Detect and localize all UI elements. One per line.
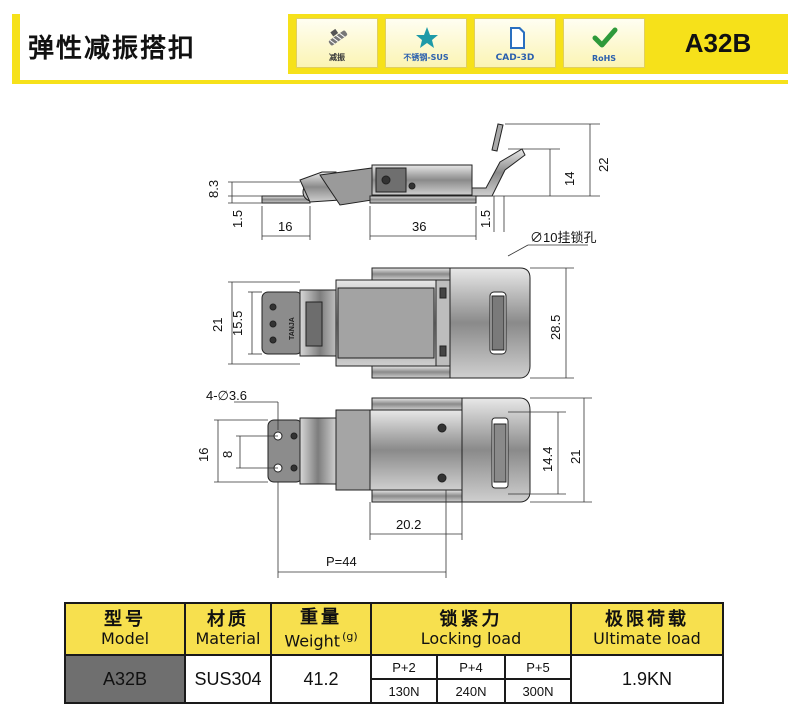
- cell-model: A32B: [64, 654, 186, 704]
- badge-cad: CAD-3D: [474, 18, 556, 68]
- dim-1-5-left: 1.5: [230, 210, 245, 228]
- bottom-view-labels: 16 8 14.4 21 20.2 P=44 4-∅3.6: [196, 388, 583, 569]
- page-title: 弹性减振搭扣: [28, 34, 197, 64]
- dim-14: 14: [562, 172, 577, 186]
- header-underline: [12, 80, 788, 84]
- cell-locking-value: 130N: [370, 678, 438, 704]
- badge-label: 减振: [329, 53, 345, 62]
- spring-icon: [328, 28, 348, 46]
- accent-bar: [12, 14, 20, 84]
- dim-16-bottom: 16: [196, 448, 211, 462]
- dim-36: 36: [412, 219, 426, 234]
- side-view-dimensions: [228, 123, 600, 240]
- header-ultimate: 极限荷载 Ultimate load: [570, 602, 724, 656]
- badge-damping: 减振: [296, 18, 378, 68]
- title-box: [20, 14, 288, 74]
- header-bar: 弹性减振搭扣 减振 不锈钢-SUS CAD-3D RoHS A32B: [0, 0, 790, 88]
- table-row: 130N 240N 300N: [65, 678, 723, 704]
- cell-weight: 41.2: [270, 654, 372, 704]
- cell-ultimate: 1.9KN: [570, 654, 724, 704]
- cell-locking-label: P+5: [504, 654, 572, 680]
- model-code: A32B: [684, 28, 752, 58]
- header-locking: 锁紧力 Locking load: [370, 602, 572, 656]
- cell-locking-value: 300N: [504, 678, 572, 704]
- header-ultimate-zh: 极限荷载: [605, 609, 689, 630]
- badge-stainless: 不锈钢-SUS: [385, 18, 467, 68]
- top-view-labels: 21 15.5 28.5 ∅10挂锁孔: [210, 230, 596, 340]
- header-material: 材质 Material: [184, 602, 272, 656]
- checkmark-icon: [592, 27, 618, 48]
- badge-label: RoHS: [591, 54, 617, 63]
- side-view: [261, 123, 526, 206]
- dim-8-3: 8.3: [206, 180, 221, 198]
- table-row: A32B SUS304 41.2 P+2 P+4 P+5 1.9KN: [64, 654, 724, 704]
- badge-label: CAD-3D: [495, 53, 535, 63]
- cell-locking-label: P+4: [436, 654, 506, 680]
- dim-14-4: 14.4: [540, 447, 555, 472]
- header-model: 型号 Model: [64, 602, 186, 656]
- cell-locking-label: P+2: [370, 654, 438, 680]
- bottom-view-dimensions: [214, 397, 592, 578]
- header-locking-en: Locking load: [420, 629, 522, 648]
- brand-mark: TANJA: [289, 317, 296, 340]
- dim-20-2: 20.2: [396, 517, 421, 532]
- top-view-dimensions: [228, 244, 588, 379]
- header-ultimate-en: Ultimate load: [593, 629, 701, 648]
- header-locking-zh: 锁紧力: [439, 609, 503, 630]
- dim-15-5: 15.5: [230, 311, 245, 336]
- bottom-view: [267, 397, 531, 503]
- header-model-en: Model: [100, 629, 150, 648]
- dim-8: 8: [220, 451, 235, 458]
- star-icon: [416, 27, 438, 48]
- top-view: TANJA: [261, 267, 531, 379]
- cell-material: SUS304: [184, 654, 272, 704]
- dim-16-side: 16: [278, 219, 292, 234]
- spec-table: 型号 Model 材质 Material 重量 Weight(g) 锁紧力 Lo…: [64, 602, 724, 704]
- dim-21-top: 21: [210, 318, 225, 332]
- dim-pitch: P=44: [326, 554, 357, 569]
- dim-1-5-right: 1.5: [478, 210, 493, 228]
- header-weight: 重量 Weight(g): [270, 602, 372, 656]
- badge-label: 不锈钢-SUS: [403, 53, 449, 62]
- header-model-zh: 型号: [104, 609, 146, 630]
- padlock-hole-note: ∅10挂锁孔: [530, 230, 596, 245]
- header-weight-zh: 重量: [300, 606, 342, 628]
- header-material-en: Material: [195, 629, 261, 648]
- header-material-zh: 材质: [207, 609, 249, 630]
- cell-locking-value: 240N: [436, 678, 506, 704]
- side-view-labels: 8.3 1.5 16 36 1.5 14 22: [206, 158, 611, 234]
- badge-rohs: RoHS: [563, 18, 645, 68]
- dim-22: 22: [596, 158, 611, 172]
- dim-28-5: 28.5: [548, 315, 563, 340]
- hole-note: 4-∅3.6: [206, 388, 247, 403]
- technical-drawing: 8.3 1.5 16 36 1.5 14 22 TANJA: [196, 123, 611, 578]
- model-code-box: A32B: [648, 14, 788, 74]
- document-icon: [510, 27, 525, 49]
- table-header-row: 型号 Model 材质 Material 重量 Weight(g) 锁紧力 Lo…: [64, 602, 724, 656]
- header-weight-en: Weight: [284, 631, 341, 651]
- dim-21-bottom: 21: [568, 450, 583, 464]
- header-weight-unit: (g): [342, 629, 358, 643]
